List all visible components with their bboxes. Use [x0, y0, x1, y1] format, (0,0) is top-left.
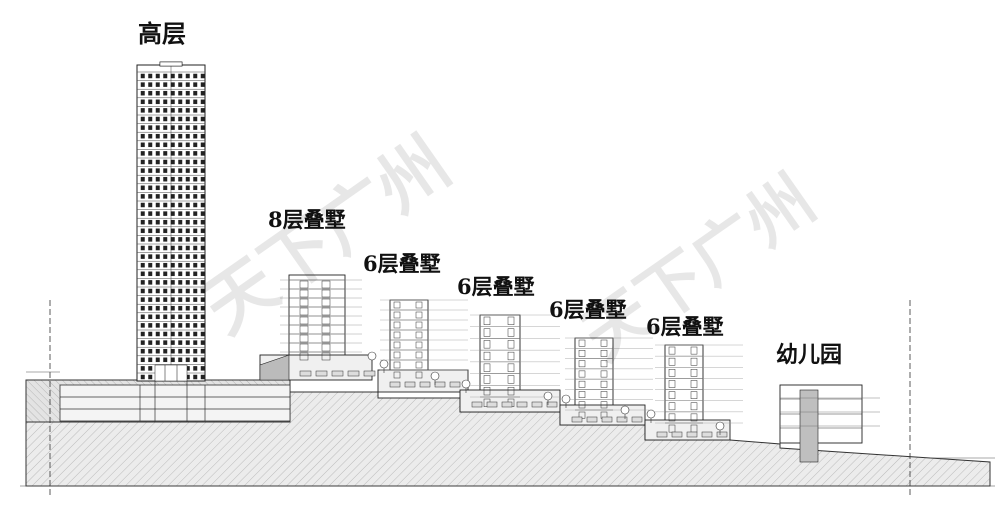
drawing-details — [26, 61, 995, 459]
label-6f-stack-villa-c: 6层叠墅 — [549, 297, 627, 322]
label-6f-stack-villa-b: 6层叠墅 — [457, 274, 535, 299]
label-high-rise: 高层 — [138, 19, 186, 48]
label-8f-stack-villa: 8层叠墅 — [268, 207, 346, 232]
label-6f-stack-villa-d: 6层叠墅 — [646, 314, 724, 339]
label-6f-stack-villa-a: 6层叠墅 — [363, 251, 441, 276]
kindergarten-building — [779, 384, 880, 463]
label-kindergarten: 幼儿园 — [776, 342, 843, 368]
stack-villa-6f-a — [377, 299, 469, 393]
